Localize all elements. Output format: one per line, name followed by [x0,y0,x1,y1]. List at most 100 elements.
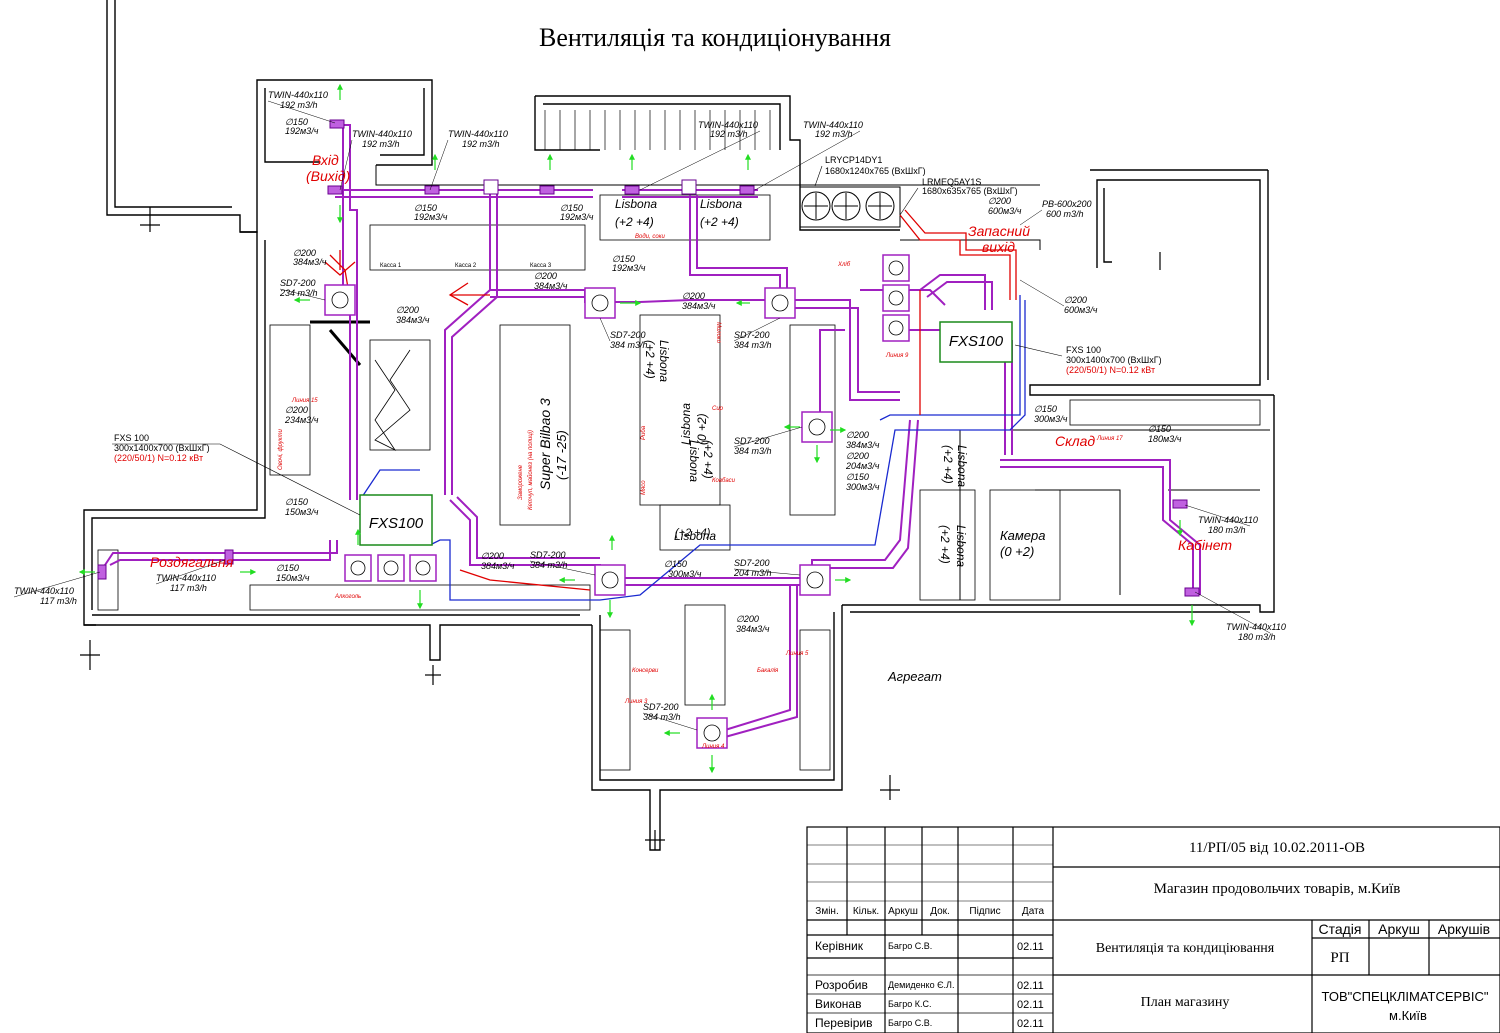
cashier-1: Касса 1 [380,263,402,269]
stair-zigzag [374,349,411,452]
duct-flow: 192м3/ч [560,212,594,222]
sd7-label: SD7-200 [734,436,770,446]
company-city: м.Київ [1389,1008,1427,1023]
sd7-flow: 204 m3/h [733,568,772,578]
duct-flow: 384м3/ч [481,561,515,571]
row-date: 02.11 [1017,1018,1044,1030]
duct-dia: ∅150 [846,472,869,482]
case-temp: (+2 +4) [700,215,739,229]
label-line-15: Линия 15 [291,398,318,404]
sd7-label: SD7-200 [280,278,316,288]
twin-flow: 192 m3/h [280,100,318,110]
twin-label: TWIN-440x110 [1226,622,1286,632]
label-sausages: Ковбаси [712,478,736,484]
duct-flow: 150м3/ч [285,507,319,517]
room-chamber: Камера [1000,528,1046,543]
title-block [806,826,1500,1033]
case-temp-vert: (+2 +4) [675,527,711,539]
case-name: Lisbona [679,403,693,445]
col-header: Підпис [969,906,1000,917]
diffusers [324,254,910,749]
sd7-flow: 384 m3/h [734,340,772,350]
room-labels: Вхід (Вихід) Запасний вихід Роздягальня … [150,152,1232,684]
sd7-label: SD7-200 [610,330,646,340]
row-role: Розробив [815,978,868,992]
room-aggregate: Агрегат [887,669,942,684]
duct-flow: 192м3/ч [285,126,319,136]
room-exit: (Вихід) [306,168,350,184]
case-temp: (+2 +4) [941,445,955,484]
twin-flow: 180 m3/h [1208,525,1246,535]
case-name: Lisbona [674,529,716,543]
door-swing-2 [328,329,362,366]
outdoor-unit-2: LRMEQ5AY1S [922,177,981,187]
outdoor-units [799,186,901,228]
twin-label: TWIN-440x110 [448,129,508,139]
title-block-text: 11/РП/05 від 10.02.2011-ОВ Магазин продо… [815,840,1490,1030]
duct-dia: ∅150 [612,254,635,264]
duct-flow: 600м3/ч [1064,305,1098,315]
sd7-label: SD7-200 [643,702,679,712]
duct-flow: 192м3/ч [612,263,646,273]
twin-flow: 192 m3/h [710,129,748,139]
case-name: Lisbona [615,197,657,211]
small-red-labels: Води, соки Хліб Линия 15 Линия 17 Линия … [278,234,1123,750]
duct-dia: ∅150 [276,563,299,573]
fxs-right-spec-1: FXS 100 [1066,345,1101,355]
duct-flow: 384м3/ч [736,624,770,634]
stage-value: РП [1330,950,1349,966]
twin-flow: 117 m3/h [40,596,77,606]
duct-dia: ∅200 [682,291,705,301]
twin-flow: 180 m3/h [1238,632,1276,642]
twin-label: TWIN-440x110 [156,573,216,583]
row-role: Виконав [815,997,861,1011]
refrigerant-pipes-blue [359,295,1026,601]
col-header: Дата [1022,906,1045,917]
airflow-arrows [78,83,1195,774]
case-temp: (+2 +4) [938,525,952,564]
cashier-2: Касса 2 [455,263,477,269]
drawing-name: План магазину [1141,995,1230,1010]
refrigerated-cases: Lisbona (+2 +4) Lisbona (+2 +4) Lisbona … [537,197,969,567]
fxs-left-spec-1: FXS 100 [114,433,149,443]
stage-header: Стадія [1318,921,1361,937]
duct-dia: ∅150 [560,203,583,213]
case-temp: (+2 +4) [701,440,715,479]
twin-label: TWIN-440x110 [352,129,412,139]
duct-dia: ∅200 [285,405,308,415]
twin-grilles [97,119,1200,597]
twin-label: TWIN-440x110 [803,120,863,130]
room-office: Кабінет [1178,537,1232,553]
spec-leaders [112,165,1063,516]
outdoor-unit-1-dims: 1680x1240x765 (ВхШхГ) [825,166,926,176]
twin-flow: 192 m3/h [462,139,500,149]
duct-dia: ∅200 [736,614,759,624]
duct-flow: 384м3/ч [396,315,430,325]
fxs-right-label: FXS100 [949,333,1004,350]
duct-flow: 300м3/ч [846,482,880,492]
duct-dia: ∅200 [846,451,869,461]
duct-dia: ∅200 [396,305,419,315]
duct-dia: ∅200 [988,196,1011,206]
sd7-flow: 384 m3/h [734,446,772,456]
label-line-3: Линия 3 [624,699,648,705]
case-name: Lisbona [954,525,968,567]
duct-flow: 300м3/ч [668,569,702,579]
duct-flow: 150м3/ч [276,573,310,583]
label-meat: Мясо [641,480,647,495]
row-date: 02.11 [1017,941,1044,953]
outdoor-unit-2-dims: 1680x635x765 (ВхШхГ) [922,186,1018,196]
label-line-5: Линия 5 [785,651,809,657]
label-line-4: Линия 4 [701,744,725,750]
row-role: Перевірив [815,1016,872,1030]
fxs-right-spec-2: 300x1400x700 (ВхШхГ) [1066,355,1162,365]
label-line-9: Линия 9 [885,353,909,359]
company-name: ТОВ"СПЕЦКЛІМАТСЕРВІС" [1322,989,1489,1004]
sd7-label: SD7-200 [734,330,770,340]
fxs-left-spec-2: 300x1400x700 (ВхШхГ) [114,443,210,453]
duct-dia: ∅150 [1148,424,1171,434]
label-line-17: Линия 17 [1096,436,1123,442]
row-role: Керівник [815,939,864,953]
sd7-label: SD7-200 [530,550,566,560]
unit-specs: LRYCP14DY1 1680x1240x765 (ВхШхГ) LRMEQ5A… [114,155,1162,463]
